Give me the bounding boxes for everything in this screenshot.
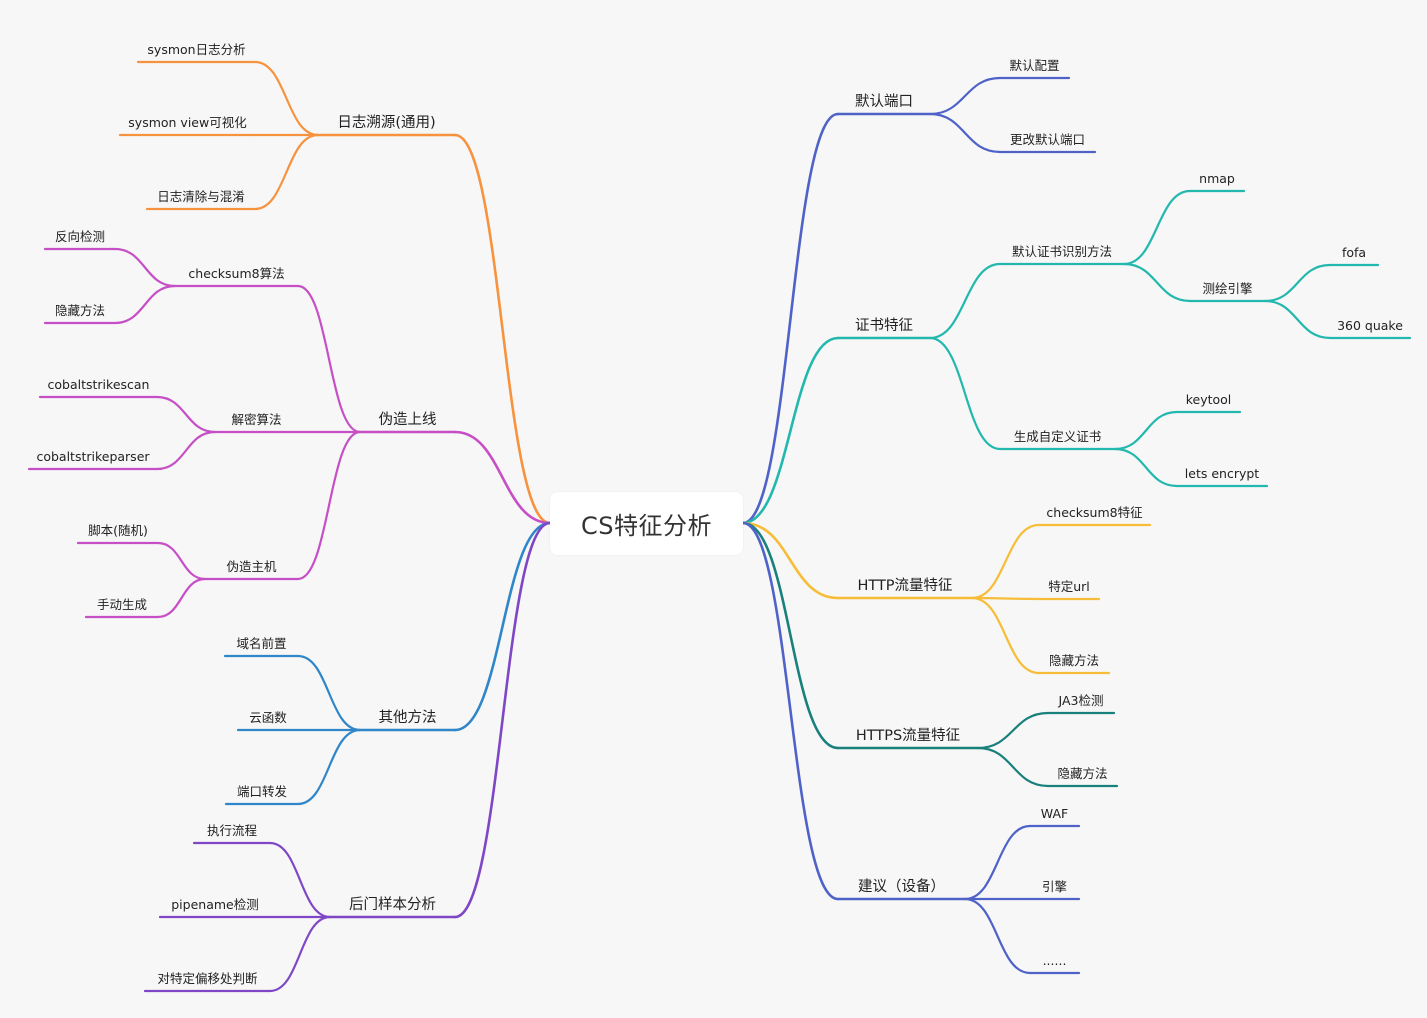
connector-left_branches-2-children-2 — [296, 728, 362, 806]
connector-right_branches-3-children-1 — [976, 746, 1050, 788]
connector-right_branches-0-children-0 — [928, 76, 1002, 116]
connector-right_branches-1 — [741, 336, 840, 525]
connector-left_branches-1-children-0 — [296, 284, 362, 434]
connector-right_branches-3-children-0 — [976, 711, 1050, 750]
connector-left_branches-0-children-2 — [253, 133, 320, 211]
leaf-label: 隐藏方法 — [1049, 653, 1099, 668]
connector-left_branches-1-children-2-children-1 — [156, 577, 207, 619]
connector-left_branches-2 — [453, 521, 552, 732]
leaf-label: ...... — [1043, 953, 1067, 968]
leaf-label: 360 quake — [1337, 318, 1403, 333]
connector-left_branches-3 — [453, 521, 552, 919]
connector-left_branches-0-children-0 — [253, 60, 320, 137]
connector-right_branches-4-children-0 — [963, 824, 1032, 901]
leaf-label: 手动生成 — [97, 597, 147, 612]
leaf-label: sysmon view可视化 — [128, 115, 247, 130]
leaf-label: 日志清除与混淆 — [157, 189, 245, 204]
leaf-label: JA3检测 — [1058, 693, 1104, 708]
leaf-label: 默认配置 — [1009, 58, 1059, 73]
leaf-label: 解密算法 — [231, 412, 281, 427]
connector-left_branches-1-children-1-children-1 — [155, 430, 217, 471]
leaf-label: cobaltstrikescan — [48, 377, 150, 392]
leaf-label: 伪造主机 — [226, 559, 277, 574]
connector-right_branches-2 — [741, 521, 840, 600]
leaf-label: nmap — [1199, 171, 1235, 186]
leaf-label: fofa — [1342, 245, 1366, 260]
branch-label: 证书特征 — [855, 317, 913, 334]
connector-left_branches-1-children-0-children-1 — [113, 284, 177, 325]
leaf-label: 特定url — [1048, 579, 1090, 594]
leaf-label: 域名前置 — [236, 636, 286, 651]
connector-right_branches-1-children-0-children-1-children-1 — [1263, 299, 1332, 340]
connector-right_branches-2-children-2 — [970, 596, 1041, 675]
connector-right_branches-1-children-0-children-1-children-0 — [1263, 263, 1332, 303]
leaf-label: 测绘引擎 — [1202, 281, 1252, 296]
connector-right_branches-3 — [741, 521, 840, 750]
leaf-label: 脚本(随机) — [88, 523, 148, 538]
branch-label: 建议（设备） — [858, 878, 945, 895]
leaf-label: 执行流程 — [207, 823, 258, 838]
connector-left_branches-0 — [453, 133, 552, 525]
connector-left_branches-2-children-0 — [296, 654, 362, 732]
leaf-label: 隐藏方法 — [1057, 766, 1107, 781]
connector-right_branches-2-children-1 — [970, 596, 1041, 601]
connector-right_branches-4 — [741, 521, 840, 901]
connector-left_branches-1 — [453, 430, 552, 525]
root-node-label: CS特征分析 — [581, 512, 712, 540]
leaf-label: 端口转发 — [237, 784, 288, 799]
leaf-label: sysmon日志分析 — [147, 42, 245, 57]
branch-label: HTTP流量特征 — [857, 577, 952, 594]
branch-label: 伪造上线 — [379, 411, 437, 428]
leaf-label: keytool — [1186, 392, 1232, 407]
connector-left_branches-1-children-2 — [296, 430, 362, 581]
leaf-label: 生成自定义证书 — [1014, 429, 1102, 444]
connector-right_branches-2-children-0 — [970, 523, 1041, 600]
connector-right_branches-0-children-1 — [928, 112, 1002, 154]
connector-right_branches-4-children-2 — [963, 897, 1032, 975]
leaf-label: 更改默认端口 — [1010, 132, 1085, 147]
connector-right_branches-1-children-1-children-0 — [1113, 410, 1179, 451]
leaf-label: 云函数 — [249, 710, 287, 725]
leaf-label: 反向检测 — [55, 229, 105, 244]
connector-left_branches-3-children-0 — [268, 841, 332, 919]
connector-left_branches-3-children-2 — [268, 915, 332, 993]
branch-label: 其他方法 — [379, 709, 437, 726]
connector-right_branches-1-children-1-children-1 — [1113, 447, 1179, 488]
leaf-label: checksum8算法 — [188, 266, 284, 281]
connector-right_branches-1-children-0-children-1 — [1122, 262, 1192, 303]
leaf-label: 对特定偏移处判断 — [157, 971, 257, 986]
leaf-label: 默认证书识别方法 — [1012, 244, 1112, 259]
connector-right_branches-1-children-0-children-0 — [1122, 189, 1192, 266]
branch-label: 默认端口 — [855, 93, 913, 110]
leaf-label: cobaltstrikeparser — [36, 449, 150, 464]
leaf-label: 引擎 — [1042, 879, 1067, 894]
connector-right_branches-1-children-1 — [928, 336, 1002, 451]
root-node[interactable]: CS特征分析 — [550, 492, 743, 555]
connector-left_branches-1-children-2-children-0 — [156, 541, 207, 581]
leaf-label: pipename检测 — [171, 897, 258, 912]
connector-right_branches-0 — [741, 112, 840, 525]
leaf-label: WAF — [1041, 806, 1068, 821]
branch-label: 后门样本分析 — [349, 896, 436, 913]
branch-label: 日志溯源(通用) — [337, 114, 435, 131]
leaf-label: 隐藏方法 — [55, 303, 105, 318]
leaf-label: checksum8特征 — [1046, 505, 1143, 520]
leaf-label: lets encrypt — [1185, 466, 1260, 481]
connector-left_branches-1-children-0-children-0 — [113, 247, 177, 288]
branch-label: HTTPS流量特征 — [856, 727, 960, 744]
connector-left_branches-1-children-1-children-0 — [155, 395, 217, 434]
connector-right_branches-1-children-0 — [928, 262, 1002, 340]
